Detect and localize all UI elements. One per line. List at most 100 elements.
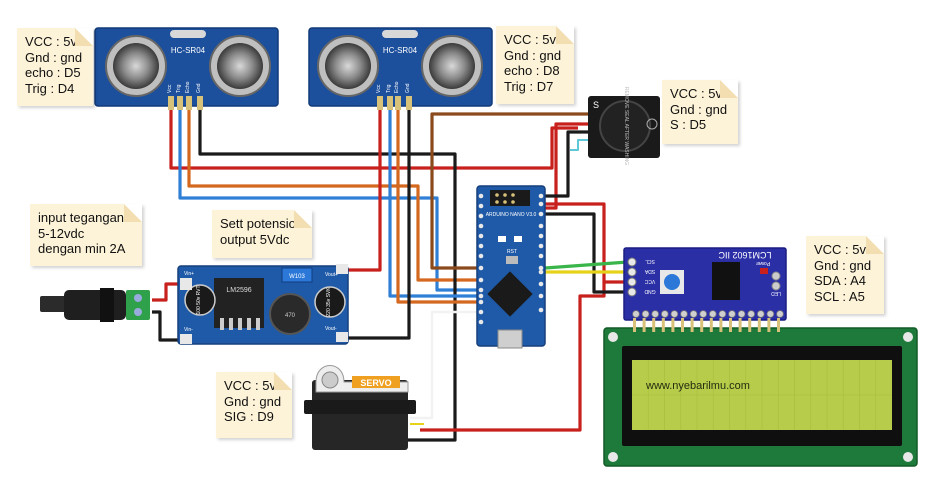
wires bbox=[152, 110, 629, 442]
note-line: S : D5 bbox=[670, 117, 707, 132]
buck-pin-vout-plus: Vout+ bbox=[325, 272, 338, 278]
wire-power-red-long bbox=[420, 202, 606, 432]
lcd-pin bbox=[633, 318, 636, 332]
header-pin bbox=[718, 310, 727, 318]
header-pin bbox=[699, 310, 707, 318]
lcd-pin bbox=[681, 318, 684, 332]
header-pin bbox=[689, 310, 698, 318]
note-line: VCC : 5v bbox=[224, 378, 277, 393]
arduino-nano: ARDUINO NANO V3.0 RST bbox=[476, 185, 546, 349]
header-pin bbox=[670, 310, 679, 318]
lcd-pin bbox=[652, 318, 656, 332]
lcd-pin bbox=[661, 318, 665, 332]
note-sensor-left: VCC : 5v Gnd : gnd echo : D5 Trig : D4 bbox=[17, 28, 93, 106]
header-pin bbox=[641, 310, 650, 318]
note-line: VCC : 5v bbox=[670, 86, 723, 101]
buck-chip-label: LM2596 bbox=[226, 287, 251, 294]
i2c-pin-sda: SDA bbox=[644, 268, 655, 274]
wire-sensor2-vcc-red bbox=[345, 110, 382, 272]
note-potensio: Sett potensio output 5Vdc bbox=[212, 210, 312, 258]
sensor-pin-label: Gnd bbox=[405, 83, 411, 93]
header-pin bbox=[708, 310, 717, 318]
note-line: SDA : A4 bbox=[814, 273, 867, 288]
buck-pin-vout-minus: Vout- bbox=[325, 326, 337, 332]
servo-label: SERVO bbox=[360, 378, 391, 388]
lcd-16x2 bbox=[603, 318, 918, 467]
note-line: VCC : 5v bbox=[25, 34, 78, 49]
buck-converter: LM2596 470 W103 100 50v RVT 220 35v SVK … bbox=[177, 264, 349, 345]
lcd-pin bbox=[700, 318, 704, 332]
header-pin bbox=[766, 310, 775, 318]
buzzer-seal-text: REMOVE SEAL AFTER WASHING bbox=[623, 87, 629, 165]
i2c-pin-vcc: VCC bbox=[644, 278, 655, 284]
note-line: echo : D8 bbox=[504, 63, 560, 78]
lcd-pin bbox=[729, 318, 732, 332]
note-lcd: VCC : 5v Gnd : gnd SDA : A4 SCL : A5 bbox=[806, 236, 884, 314]
lcd-pin bbox=[757, 318, 761, 332]
buck-inductor-label: 470 bbox=[285, 313, 296, 319]
wire-sensor1-echo-orange bbox=[187, 110, 477, 282]
wire-sensor1-gnd-black bbox=[198, 110, 457, 442]
wire-sensor2-gnd-black bbox=[345, 110, 411, 340]
buck-pot-label: W103 bbox=[289, 274, 305, 280]
i2c-pin-scl: SCL bbox=[645, 258, 655, 264]
lcd-pin bbox=[719, 318, 723, 332]
wire-sensor1-vcc-red bbox=[169, 110, 578, 170]
note-line: echo : D5 bbox=[25, 65, 81, 80]
ultrasonic-sensor-left: HC-SR04 bbox=[94, 27, 279, 110]
note-line: Gnd : gnd bbox=[224, 393, 282, 409]
buzzer-pin-label: S bbox=[593, 100, 599, 110]
note-line: VCC : 5v bbox=[814, 242, 867, 257]
sensor-pin-label: Gnd bbox=[196, 83, 202, 93]
sensor-right-name: HC-SR04 bbox=[383, 46, 418, 55]
note-line: Gnd : gnd bbox=[504, 47, 562, 63]
buzzer-module: S REMOVE SEAL AFTER WASHING bbox=[588, 87, 660, 165]
ultrasonic-sensor-right: HC-SR04 bbox=[308, 27, 493, 110]
i2c-power-label: Power bbox=[756, 260, 771, 266]
wire-sensor2-echo-orange bbox=[396, 110, 477, 304]
wire-sensor2-trig-blue bbox=[388, 110, 477, 298]
sensor-pin-label: Vcc bbox=[376, 84, 382, 93]
note-sensor-right: VCC : 5v Gnd : gnd echo : D8 Trig : D7 bbox=[496, 26, 574, 104]
dc-jack bbox=[40, 288, 150, 322]
lcd-i2c-module: LCM1602 IIC Power LED SCL SDA VCC GND bbox=[623, 247, 787, 321]
wire-lcd-scl-green bbox=[544, 260, 629, 270]
servo-motor: SERVO bbox=[304, 365, 416, 450]
note-buzzer: VCC : 5v Gnd : gnd S : D5 bbox=[662, 80, 738, 144]
wire-buzzer-cyan bbox=[570, 139, 595, 151]
note-line: output 5Vdc bbox=[220, 231, 290, 247]
lcd-pin bbox=[738, 318, 742, 332]
wire-buzzer-s-brown bbox=[430, 112, 595, 270]
note-line: Gnd : gnd bbox=[25, 49, 83, 65]
lcd-pin bbox=[709, 318, 713, 332]
sensor-pin-label: Echo bbox=[394, 81, 400, 93]
header-pin bbox=[680, 310, 688, 318]
header-pin bbox=[776, 310, 784, 318]
header-pin bbox=[747, 310, 755, 318]
header-pin bbox=[728, 310, 736, 318]
note-line: Gnd : gnd bbox=[814, 257, 872, 273]
note-line: input tegangan bbox=[38, 210, 125, 225]
wire-sensor1-trig-blue bbox=[178, 110, 477, 292]
note-line: Trig : D4 bbox=[25, 80, 75, 96]
lcd-pin bbox=[748, 318, 752, 332]
wire-dc-red bbox=[152, 282, 185, 302]
i2c-pin-gnd: GND bbox=[644, 288, 656, 294]
note-line: SIG : D9 bbox=[224, 409, 274, 424]
note-line: Gnd : gnd bbox=[670, 101, 728, 117]
sensor-pin-label: Vcc bbox=[167, 84, 173, 93]
header-pin bbox=[651, 310, 659, 318]
nano-label: ARDUINO NANO V3.0 bbox=[486, 212, 537, 218]
note-power-input: input tegangan 5-12vdc dengan min 2A bbox=[30, 204, 142, 266]
buck-pin-vin-minus: Vin- bbox=[184, 327, 193, 333]
lcd-pin bbox=[777, 318, 780, 332]
sensor-right-pins bbox=[377, 96, 412, 110]
header-pin bbox=[632, 310, 640, 318]
note-line: SCL : A5 bbox=[814, 288, 865, 304]
lcd-pin bbox=[671, 318, 675, 332]
i2c-led-label: LED bbox=[771, 290, 781, 296]
note-line: dengan min 2A bbox=[38, 241, 126, 256]
buck-cap-left-label: 100 50v RVT bbox=[196, 285, 202, 314]
